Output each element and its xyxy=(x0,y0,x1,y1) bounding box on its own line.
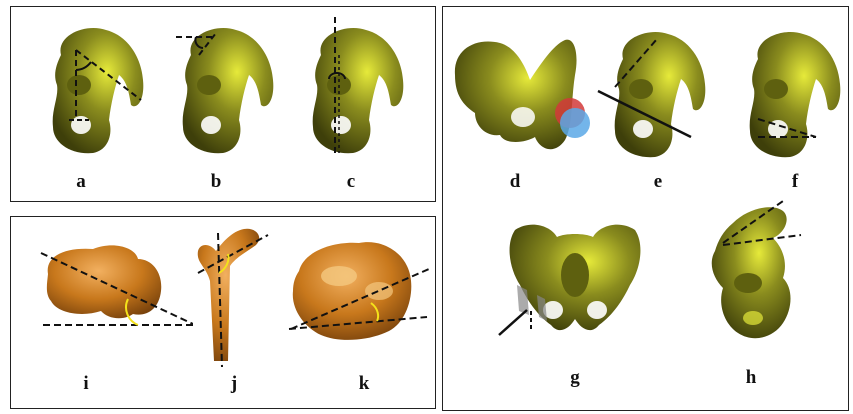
pelvis-f-drawing xyxy=(728,19,848,169)
acetabulum xyxy=(764,79,788,99)
sacrum xyxy=(561,253,589,297)
obturator-foramen xyxy=(71,116,91,134)
femur-figure-j xyxy=(186,221,276,371)
label-j: j xyxy=(219,373,249,395)
obturator-foramen xyxy=(201,116,221,134)
pelvis-g-drawing xyxy=(495,215,655,345)
pelvis-figure-h xyxy=(693,193,813,353)
solid-axis-line xyxy=(499,310,527,335)
pelvis-figure-d xyxy=(445,25,595,165)
pelvis-e-drawing xyxy=(593,19,713,169)
foramen-right xyxy=(587,301,607,319)
pelvis-shape xyxy=(455,40,577,150)
femur-j-drawing xyxy=(186,221,276,371)
panel-pelvis-angles-abc: a b c xyxy=(10,6,436,202)
obturator-foramen xyxy=(633,120,653,138)
pelvis-d-drawing xyxy=(445,25,595,165)
panel-femur-angles-ijk: i j k xyxy=(10,216,436,409)
label-a: a xyxy=(66,171,96,193)
pelvis-figure-f xyxy=(728,19,848,169)
pelvis-figure-e xyxy=(593,19,713,169)
label-k: k xyxy=(349,373,379,395)
panel-pelvis-views-dh: d e f g xyxy=(442,6,849,411)
pelvis-shape xyxy=(750,32,841,157)
pelvis-b-drawing xyxy=(161,15,281,165)
pelvis-shape xyxy=(615,32,706,157)
highlight-patch xyxy=(321,266,357,286)
foramen xyxy=(511,107,535,127)
label-b: b xyxy=(201,171,231,193)
femur-shaft-shape xyxy=(198,229,259,361)
femoral-condyle-shape xyxy=(293,242,412,340)
pelvis-a-drawing xyxy=(31,15,151,165)
highlight-patch xyxy=(365,282,393,300)
pelvis-shape xyxy=(183,28,274,153)
marker-blue-sphere xyxy=(560,108,590,138)
pelvis-figure-b xyxy=(161,15,281,165)
pelvis-figure-g xyxy=(495,215,655,345)
pelvis-figure-a xyxy=(31,15,151,165)
acetabulum xyxy=(629,79,653,99)
label-c: c xyxy=(336,171,366,193)
pelvis-shape xyxy=(53,28,144,153)
pelvis-figure-c xyxy=(291,15,411,165)
femur-k-drawing xyxy=(279,231,429,351)
pelvis-shape xyxy=(313,28,404,153)
pelvis-h-drawing xyxy=(693,193,813,353)
label-e: e xyxy=(643,171,673,193)
sacral-region xyxy=(734,273,762,293)
femur-i-drawing xyxy=(23,229,193,339)
label-f: f xyxy=(780,171,810,193)
femur-figure-i xyxy=(23,229,193,339)
label-g: g xyxy=(560,367,590,389)
pelvis-c-drawing xyxy=(291,15,411,165)
femur-figure-k xyxy=(279,231,429,351)
highlight xyxy=(743,311,763,325)
acetabulum xyxy=(197,75,221,95)
label-d: d xyxy=(500,171,530,193)
label-i: i xyxy=(71,373,101,395)
label-h: h xyxy=(736,367,766,389)
acetabulum xyxy=(67,75,91,95)
